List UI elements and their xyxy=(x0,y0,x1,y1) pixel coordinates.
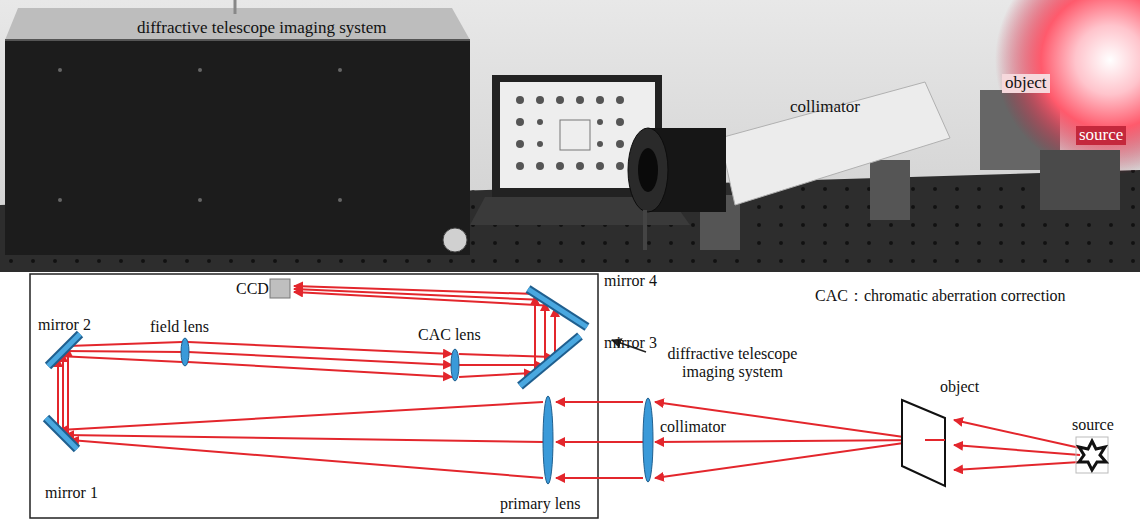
part-label: mirror 4 xyxy=(604,272,657,290)
part-label: collimator xyxy=(660,418,726,436)
part-label: primary lens xyxy=(500,495,580,513)
part-label: mirror 3 xyxy=(604,334,657,352)
part-label: mirror 1 xyxy=(45,484,98,502)
part-label: object xyxy=(1002,74,1050,93)
part-label: CAC：chromatic aberration correction xyxy=(815,287,1066,305)
part-label: diffractive telescope imaging system xyxy=(137,19,386,38)
part-label: mirror 2 xyxy=(38,316,91,334)
part-label: source xyxy=(1072,416,1114,434)
part-label: source xyxy=(1076,126,1126,145)
schematic xyxy=(30,274,1108,518)
part-label: diffractive telescope imaging system xyxy=(650,345,815,380)
part-label: field lens xyxy=(150,318,209,336)
part-label: object xyxy=(940,378,979,396)
photo xyxy=(0,0,1140,272)
part-label: collimator xyxy=(790,98,860,117)
part-label: CAC lens xyxy=(418,326,481,344)
part-label: CCD xyxy=(236,280,269,298)
